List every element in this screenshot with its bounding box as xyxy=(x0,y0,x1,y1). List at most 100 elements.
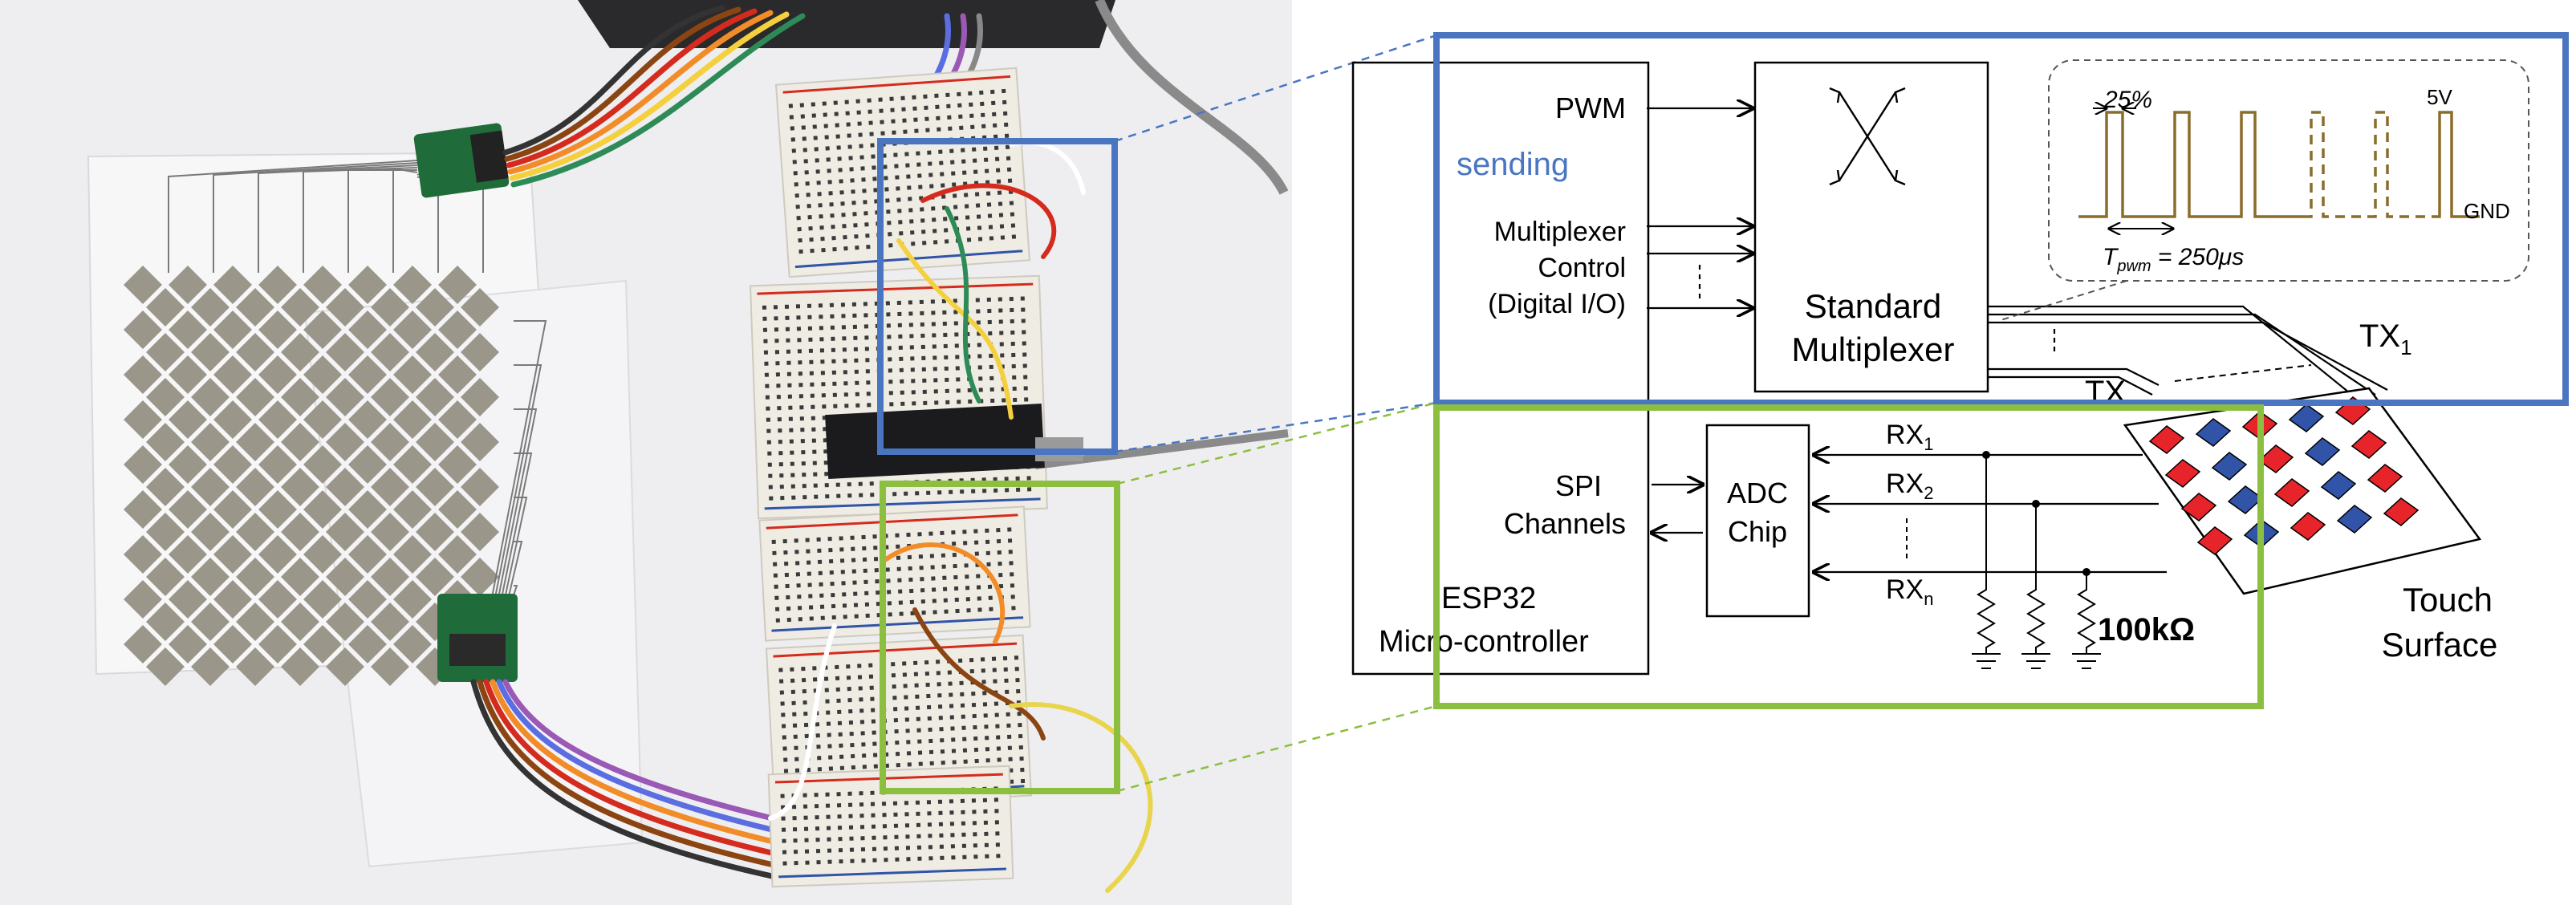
photo-receiving-highlight xyxy=(880,481,1120,794)
electrode-red xyxy=(2367,464,2403,493)
electrode-red xyxy=(2148,425,2185,454)
photo-breadboards xyxy=(750,67,1048,888)
sending-section-title: sending xyxy=(1457,147,1569,182)
touch-surface-label-line1: Touch xyxy=(2403,581,2493,619)
photo-electrode xyxy=(146,468,185,506)
mux-control-line1: Multiplexer xyxy=(1494,217,1626,247)
photo-electrode xyxy=(281,288,319,327)
photo-electrode xyxy=(236,288,274,327)
photo-electrode xyxy=(438,310,477,349)
pwm-period-label: Tpwm = 250μs xyxy=(2103,244,2244,275)
electrode-blue xyxy=(2195,418,2232,447)
photo-electrode xyxy=(169,625,207,664)
photo-electrode xyxy=(393,400,432,439)
photo-electrode xyxy=(303,580,342,619)
photo-sending-highlight xyxy=(877,138,1118,455)
photo-electrode xyxy=(258,400,297,439)
photo-electrode xyxy=(258,625,297,664)
photo-electrode xyxy=(281,333,319,371)
tx1-label: TX1 xyxy=(2359,319,2412,359)
photo-electrode xyxy=(371,378,409,416)
electrode-red xyxy=(2383,497,2420,526)
photo-electrode xyxy=(461,468,499,506)
photo-electrode xyxy=(416,558,454,596)
photo-electrode xyxy=(438,445,477,484)
photo-electrode xyxy=(191,288,230,327)
photo-electrode xyxy=(236,333,274,371)
photo-electrode xyxy=(191,558,230,596)
photo-breadboard xyxy=(767,765,1014,888)
photo-electrode xyxy=(213,625,252,664)
photo-electrode xyxy=(326,468,364,506)
tx-ellipsis-diag xyxy=(2174,364,2312,382)
adc-chip-box xyxy=(1705,424,1810,618)
photo-electrode xyxy=(281,558,319,596)
photo-electrode xyxy=(371,558,409,596)
photo-electrode xyxy=(393,310,432,349)
adc-label-line1: ADC xyxy=(1727,477,1788,509)
photo-electrode xyxy=(236,468,274,506)
photo-electrode xyxy=(438,355,477,394)
photo-electrode xyxy=(124,490,162,529)
mux-control-line2: Control xyxy=(1538,253,1626,283)
photo-electrode xyxy=(191,647,230,686)
photo-electrode xyxy=(258,580,297,619)
photo-electrode xyxy=(371,288,409,327)
photo-electrode xyxy=(281,378,319,416)
rx2-label: RX2 xyxy=(1886,469,1933,503)
photo-electrode xyxy=(236,423,274,461)
photo-electrode xyxy=(303,535,342,574)
photo-electrode xyxy=(236,378,274,416)
photo-electrode xyxy=(146,333,185,371)
pulldown-resistors xyxy=(1972,451,2101,669)
photo-electrode xyxy=(191,603,230,641)
photo-electrode xyxy=(393,580,432,619)
sending-section-frame xyxy=(1433,32,2569,406)
photo-electrode xyxy=(191,468,230,506)
pwm-waveform xyxy=(2078,111,2480,218)
photo-electrode xyxy=(169,266,207,304)
mux-control-line3: (Digital I/O) xyxy=(1488,289,1626,319)
photo-electrode xyxy=(416,288,454,327)
photo-electrode xyxy=(213,490,252,529)
electrode-blue xyxy=(2288,404,2325,432)
tx-lines xyxy=(1988,305,2388,400)
photo-electrode xyxy=(393,445,432,484)
leader-receiving-bottom xyxy=(1116,704,1437,793)
photo-electrode xyxy=(169,310,207,349)
electrode-blue xyxy=(2320,471,2357,500)
touch-surface-label-line2: Surface xyxy=(2382,626,2498,664)
photo-electrode xyxy=(124,266,162,304)
electrode-blue xyxy=(2211,452,2248,481)
photo-electrode xyxy=(371,468,409,506)
photo-electrode xyxy=(213,445,252,484)
photo-electrode xyxy=(281,513,319,551)
photo-electrode xyxy=(146,647,185,686)
photo-electrode xyxy=(281,603,319,641)
photo-electrode xyxy=(348,535,387,574)
photo-electrode xyxy=(191,333,230,371)
electrode-red xyxy=(2164,459,2201,488)
photo-electrode xyxy=(236,513,274,551)
photo-electrode xyxy=(371,333,409,371)
adc-label-line2: Chip xyxy=(1728,515,1787,548)
photo-electrode xyxy=(281,423,319,461)
photo-electrode xyxy=(461,423,499,461)
photo-electrode xyxy=(146,288,185,327)
photo-electrode xyxy=(438,266,477,304)
photo-breadboard xyxy=(774,67,1031,278)
photo-electrode xyxy=(169,400,207,439)
photo-electrode xyxy=(348,355,387,394)
photo-electrode xyxy=(213,310,252,349)
rx1-label: RX1 xyxy=(1886,420,1933,454)
photo-electrode xyxy=(461,378,499,416)
photo-electrode xyxy=(303,400,342,439)
photo-electrode xyxy=(258,535,297,574)
photo-electrode xyxy=(146,513,185,551)
photo-electrode xyxy=(124,445,162,484)
block-diagram: ESP32 Micro-controller PWM Multiplexer C… xyxy=(1351,59,2529,676)
photo-electrode xyxy=(326,558,364,596)
multiplexer-cross-icon xyxy=(1829,87,1906,186)
photo-electrode xyxy=(258,310,297,349)
